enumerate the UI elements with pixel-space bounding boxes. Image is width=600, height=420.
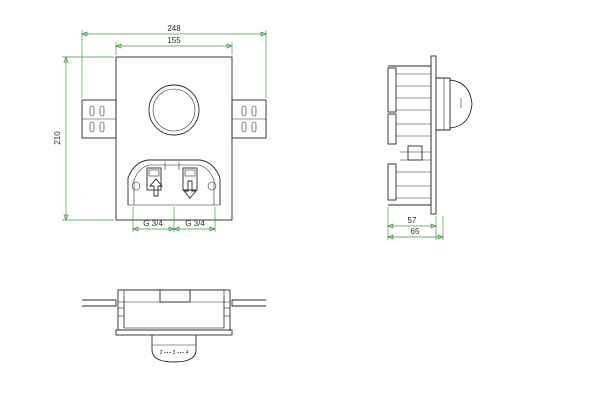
front-box-outline xyxy=(115,56,233,221)
dimension-depth-overall: 65 xyxy=(387,216,444,240)
thermostat-knob-bottom: 2 3 4 xyxy=(151,335,197,363)
dimension-height: 210 xyxy=(53,56,114,221)
scale-mark-3: 3 xyxy=(173,350,176,356)
thread-right-label: G 3/4 xyxy=(185,219,205,228)
bottom-view: 2 3 4 xyxy=(82,289,266,363)
dimension-overall-width: 248 xyxy=(81,24,267,98)
valve-housing xyxy=(127,159,221,206)
arrow-up-icon xyxy=(149,178,163,197)
front-view: 248 155 210 G 3/4 G 3/4 xyxy=(53,24,267,232)
circular-opening xyxy=(148,84,200,136)
dimension-threads: G 3/4 G 3/4 xyxy=(132,207,216,232)
dimension-248-label: 248 xyxy=(167,24,181,33)
scale-mark-2: 2 xyxy=(160,350,163,356)
thread-left-label: G 3/4 xyxy=(143,219,163,228)
scale-mark-4: 4 xyxy=(186,350,189,356)
dimension-155-label: 155 xyxy=(167,36,181,45)
side-view: 57 65 xyxy=(387,55,473,240)
dimension-inner-width: 155 xyxy=(115,36,233,55)
mounting-bracket-left xyxy=(81,99,117,139)
mounting-bracket-right xyxy=(231,99,267,139)
dimension-210-label: 210 xyxy=(53,131,62,145)
dimension-65-label: 65 xyxy=(411,227,420,236)
dimension-depth-inner: 57 xyxy=(387,207,437,240)
thermostat-knob xyxy=(436,77,473,131)
dimension-57-label: 57 xyxy=(408,216,417,225)
arrow-down-icon xyxy=(183,180,197,199)
